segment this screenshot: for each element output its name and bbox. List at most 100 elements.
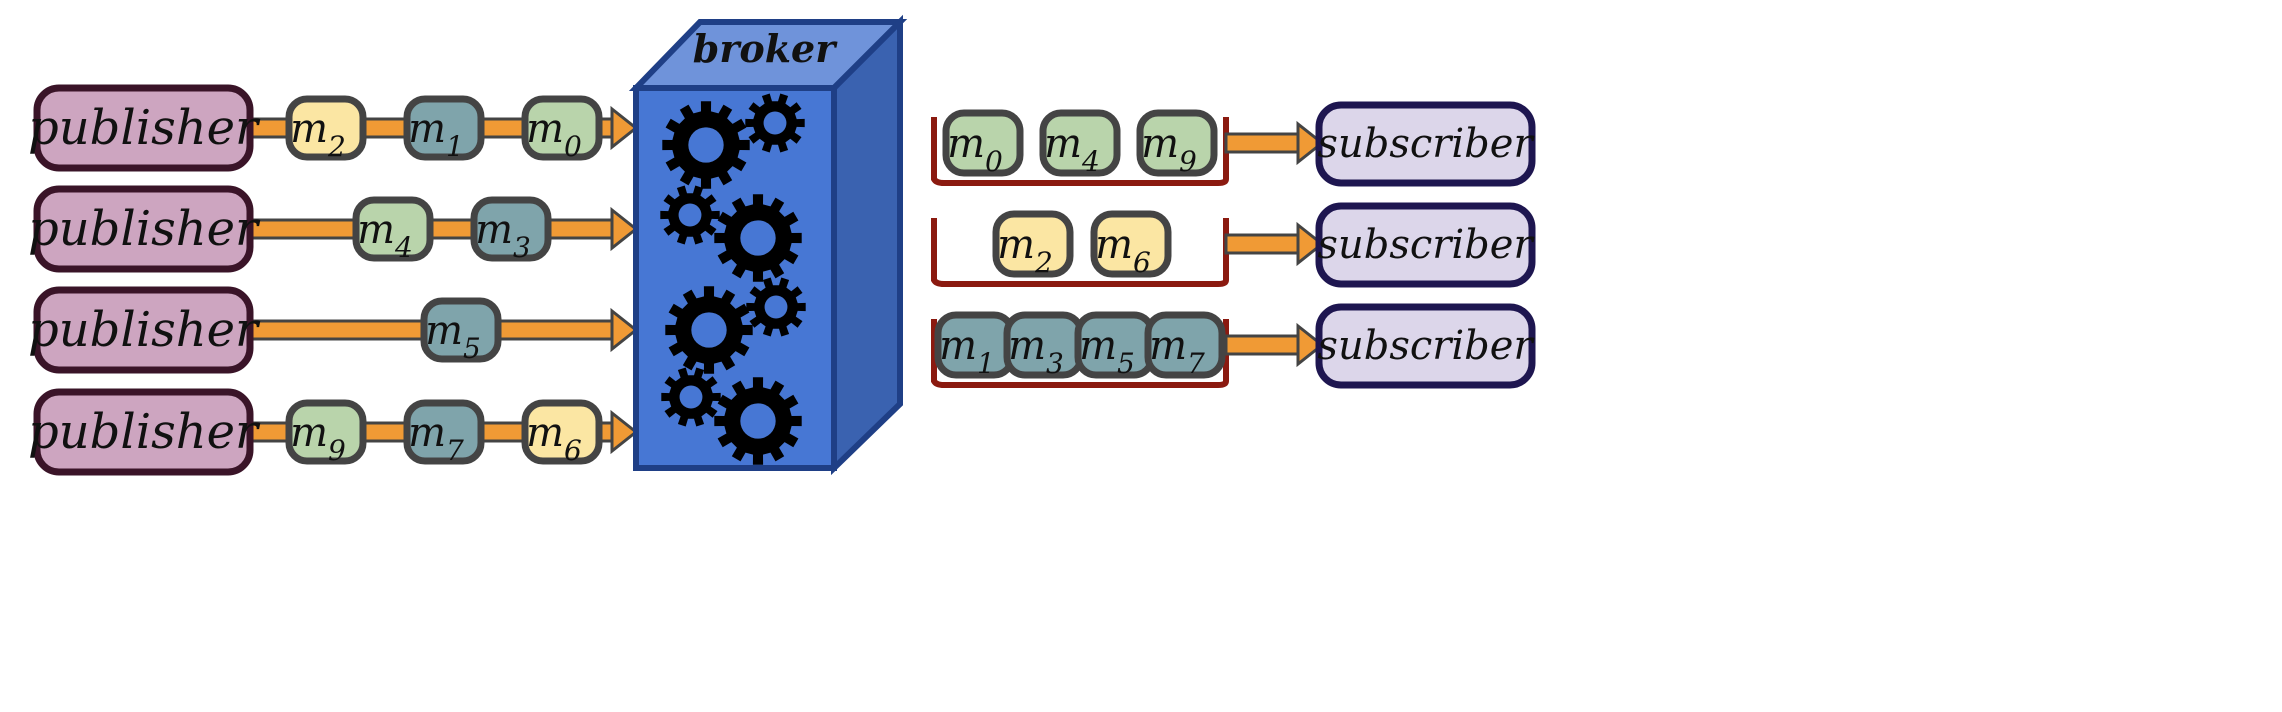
message-m6: m6	[1090, 210, 1172, 279]
gear-icon	[660, 185, 720, 245]
message-base: m	[997, 222, 1035, 268]
message-base: m	[408, 410, 446, 456]
message-box	[420, 297, 502, 363]
message-label: m1	[408, 106, 464, 163]
message-box	[1144, 311, 1226, 379]
flow-arrow	[1224, 221, 1325, 267]
message-box	[1090, 210, 1172, 278]
message-subscript: 4	[1081, 145, 1100, 178]
arrow-shaft	[1224, 233, 1304, 255]
message-subscript: 9	[1179, 145, 1197, 178]
message-box	[470, 196, 552, 262]
flow-arrow	[1224, 120, 1325, 166]
message-subscript: 1	[446, 130, 464, 163]
flow-arrow	[1224, 322, 1325, 368]
message-label: m0	[526, 106, 582, 163]
message-base: m	[947, 121, 985, 167]
publisher-label: publisher	[28, 404, 261, 460]
gears	[660, 93, 806, 465]
message-m5: m5	[1074, 311, 1156, 380]
message-label: m9	[1141, 121, 1197, 178]
message-label: m7	[408, 410, 464, 467]
publisher-label: publisher	[28, 302, 261, 358]
message-base: m	[1044, 121, 1082, 167]
message-box	[285, 399, 367, 465]
arrowhead	[1296, 120, 1325, 166]
message-m1: m1	[403, 95, 485, 163]
message-subscript: 9	[328, 434, 346, 467]
message-subscript: 6	[564, 434, 582, 467]
arrowhead	[610, 105, 639, 151]
gear-icon	[665, 286, 753, 374]
queue-bracket	[931, 218, 1229, 287]
message-label: m2	[290, 106, 346, 163]
message-label: m2	[997, 222, 1053, 279]
message-m6: m6	[521, 399, 603, 467]
arrowhead	[610, 307, 639, 353]
message-box	[285, 95, 367, 161]
message-label: m1	[939, 323, 995, 380]
message-subscript: 4	[394, 231, 413, 264]
message-m7: m7	[1144, 311, 1226, 380]
message-box	[1039, 109, 1121, 177]
message-base: m	[1008, 323, 1046, 369]
message-m4: m4	[352, 196, 434, 264]
flow-arrow	[248, 206, 639, 252]
message-base: m	[475, 207, 513, 253]
message-base: m	[939, 323, 977, 369]
message-base: m	[1095, 222, 1133, 268]
arrow-shaft	[1224, 334, 1304, 356]
subscriber-label: subscriber	[1317, 222, 1535, 268]
publisher-box	[33, 84, 254, 172]
message-box	[403, 399, 485, 465]
publisher-box	[33, 185, 254, 273]
message-base: m	[1141, 121, 1179, 167]
message-subscript: 3	[513, 231, 531, 264]
subscriber-label: subscriber	[1317, 323, 1535, 369]
message-base: m	[526, 410, 564, 456]
publisher-box	[33, 388, 254, 476]
arrowhead	[1296, 322, 1325, 368]
message-m0: m0	[521, 95, 603, 163]
message-base: m	[290, 410, 328, 456]
queue-bracket	[931, 319, 1229, 388]
gear-icon	[745, 93, 805, 153]
message-m9: m9	[1136, 109, 1218, 178]
message-m7: m7	[403, 399, 485, 467]
message-label: m6	[1095, 222, 1151, 279]
message-m0: m0	[942, 109, 1024, 178]
message-m3: m3	[1003, 311, 1085, 380]
broker-side-face	[831, 14, 903, 476]
message-box	[521, 399, 603, 465]
subscriber-box	[1315, 101, 1536, 187]
message-box	[1136, 109, 1218, 177]
gear-icon	[714, 194, 802, 282]
message-box	[942, 109, 1024, 177]
message-base: m	[357, 207, 395, 253]
gear-icon	[662, 101, 750, 189]
arrowhead	[1296, 221, 1325, 267]
message-m3: m3	[470, 196, 552, 264]
message-subscript: 0	[985, 145, 1003, 178]
message-label: m0	[947, 121, 1003, 178]
message-label: m5	[1079, 323, 1135, 380]
gear-hole	[740, 220, 776, 256]
message-subscript: 7	[1187, 347, 1205, 380]
message-label: m7	[1149, 323, 1205, 380]
message-base: m	[425, 308, 463, 354]
gear-hole	[740, 403, 776, 439]
message-m1: m1	[934, 311, 1016, 380]
broker: broker	[628, 14, 908, 476]
message-base: m	[1149, 323, 1187, 369]
subscriber-box	[1315, 202, 1536, 288]
gear-hole	[678, 203, 702, 227]
gear-icon	[746, 277, 806, 337]
arrowhead	[610, 409, 639, 455]
message-label: m3	[475, 207, 531, 264]
publisher-label: publisher	[28, 201, 261, 257]
message-subscript: 2	[327, 130, 346, 163]
